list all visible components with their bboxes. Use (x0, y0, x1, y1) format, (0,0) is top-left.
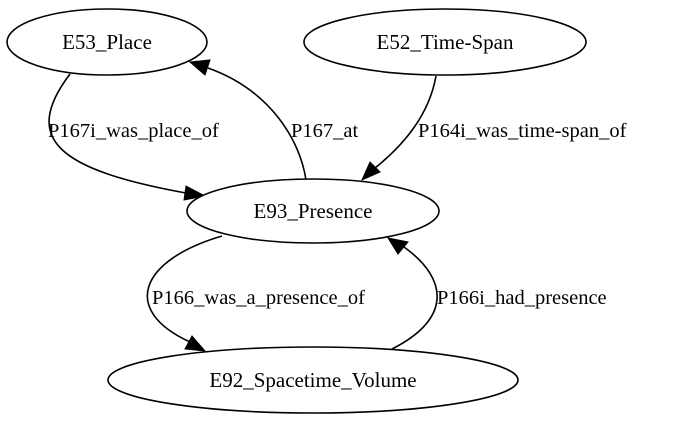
edge-p167-line (207, 67, 307, 181)
edge-p166i-arrowhead (386, 237, 409, 255)
node-e53-place-shape (6, 8, 208, 76)
edge-p166i-label: P166i_had_presence (437, 287, 607, 309)
edge-p166-line (146, 235, 223, 343)
edge-p167: P167_at (188, 59, 359, 181)
edge-p166-label: P166_was_a_presence_of (152, 287, 365, 309)
edge-p167-arrowhead (188, 59, 211, 76)
edge-p166-arrowhead (184, 335, 207, 352)
node-e93-presence-label: E93_Presence (254, 199, 373, 223)
node-e93-presence: E93_Presence (186, 178, 440, 244)
edge-p167i-line (48, 73, 187, 194)
edge-p166i-line (391, 246, 438, 350)
edge-p166: P166_was_a_presence_of (146, 235, 365, 352)
edge-p166i: P166i_had_presence (386, 237, 607, 350)
node-e92-spacetime-volume-shape (107, 346, 519, 414)
edge-p164i-line (374, 75, 437, 169)
node-e52-time-span-shape (303, 8, 587, 76)
node-e92-spacetime-volume-label: E92_Spacetime_Volume (209, 368, 416, 392)
node-e53-place-label: E53_Place (62, 30, 152, 54)
edge-p167i-label: P167i_was_place_of (48, 120, 219, 142)
edge-p164i-label: P164i_was_time-span_of (418, 120, 627, 142)
node-e53-place: E53_Place (6, 8, 208, 76)
node-e52-time-span-label: E52_Time-Span (377, 30, 514, 54)
node-e52-time-span: E52_Time-Span (303, 8, 587, 76)
edge-p167i: P167i_was_place_of (48, 73, 219, 201)
edge-p164i-arrowhead (361, 161, 381, 181)
edge-p167-label: P167_at (291, 120, 359, 142)
node-e93-presence-shape (186, 178, 440, 244)
edge-p164i: P164i_was_time-span_of (361, 75, 627, 181)
node-e92-spacetime-volume: E92_Spacetime_Volume (107, 346, 519, 414)
